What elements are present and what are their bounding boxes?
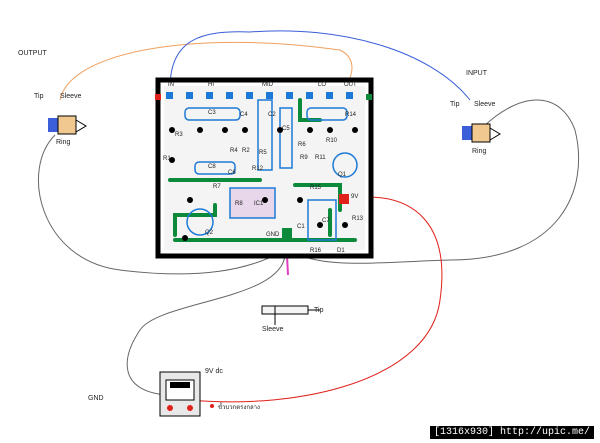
part-r7: R7	[213, 184, 221, 190]
pin-lo: LO	[318, 82, 327, 88]
part-c2: C2	[268, 112, 276, 118]
green-corner-pad	[366, 94, 372, 100]
wire-red-9v	[189, 196, 443, 403]
part-r9: R9	[300, 155, 308, 161]
input-tip-label: Tip	[450, 101, 460, 108]
output-ring-label: Ring	[56, 139, 71, 146]
gnd-pad-label: GND	[266, 232, 280, 238]
holes	[169, 127, 358, 241]
part-d1: D1	[337, 248, 345, 254]
wire-blue	[169, 30, 471, 101]
part-r13: R13	[352, 216, 364, 222]
part-c3: C3	[208, 110, 216, 116]
part-ic1: IC1	[254, 201, 264, 207]
input-ring-label: Ring	[472, 148, 487, 155]
output-tip-label: Tip	[34, 93, 44, 100]
part-q2: Q2	[205, 230, 214, 236]
v9-pad-label: 9V	[351, 194, 359, 200]
part-c6: C6	[228, 170, 236, 176]
v9-pad	[339, 194, 349, 204]
red-corner-pad	[155, 94, 161, 100]
part-q1: Q1	[338, 172, 347, 178]
watermark: [1316x930] http://upic.me/	[429, 426, 594, 439]
wire-orange	[59, 41, 353, 101]
gnd-label: GND	[88, 395, 104, 402]
part-r14: R14	[345, 112, 357, 118]
dc-jack	[159, 371, 214, 417]
part-c1: C1	[297, 224, 305, 230]
pin-hi: HI	[208, 82, 214, 88]
dc-label: 9V dc	[205, 368, 223, 375]
pin-mid: MID	[262, 82, 273, 88]
wire-gray-input	[289, 99, 579, 264]
part-r16: R16	[310, 248, 322, 254]
pads	[166, 92, 353, 99]
part-r15: R15	[310, 185, 322, 191]
wire-gray-dc	[126, 249, 286, 396]
part-c5: C5	[282, 126, 290, 132]
part-r2: R2	[242, 148, 250, 154]
plug-tip-label: Tip	[314, 307, 324, 314]
part-r5: R5	[259, 150, 267, 156]
output-jack	[48, 115, 87, 135]
part-r6: R6	[298, 142, 306, 148]
plug	[261, 305, 320, 325]
thai-note: ขั้วบวกตรงกลาง	[218, 405, 260, 411]
gnd-pad	[282, 228, 292, 238]
part-r3: R3	[175, 132, 183, 138]
pin-out: OUT	[344, 82, 357, 88]
input-jack	[462, 123, 501, 143]
part-r8: R8	[235, 201, 243, 207]
wire-pink	[286, 255, 289, 276]
part-r4: R4	[230, 148, 238, 154]
part-c8: C8	[208, 164, 216, 170]
part-r10: R10	[326, 138, 338, 144]
input-label: INPUT	[466, 70, 487, 77]
part-r12: R12	[252, 166, 264, 172]
pin-in: IN	[168, 82, 174, 88]
output-sleeve-label: Sleeve	[60, 93, 82, 100]
output-label: OUTPUT	[18, 50, 47, 57]
board-grid	[184, 99, 358, 241]
part-c4: C4	[240, 112, 248, 118]
part-c7: C7	[322, 218, 330, 224]
wire-gray-output	[38, 134, 286, 275]
part-r1: R1	[163, 156, 171, 162]
plug-sleeve-label: Sleeve	[262, 326, 284, 333]
part-r11: R11	[315, 155, 326, 161]
input-sleeve-label: Sleeve	[474, 101, 496, 108]
